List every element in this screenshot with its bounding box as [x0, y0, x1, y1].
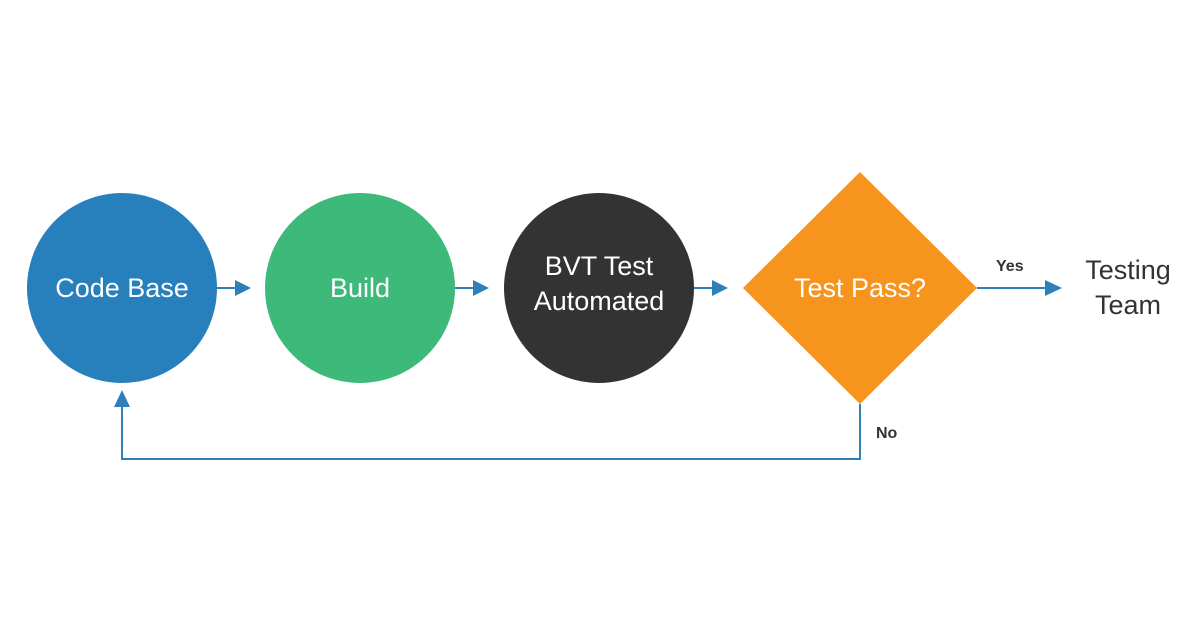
- no-edge-label: No: [876, 425, 898, 442]
- build-node: [265, 193, 455, 383]
- arrowhead-bvt-decision: [712, 280, 728, 296]
- test-pass-decision-node: [743, 172, 977, 404]
- yes-edge-label: Yes: [996, 258, 1024, 275]
- bvt-test-label-line2: Automated: [534, 286, 665, 316]
- bvt-test-node: [504, 193, 694, 383]
- bvt-test-label-line1: BVT Test: [545, 251, 654, 281]
- build-label: Build: [330, 273, 390, 303]
- testing-team-label-line1: Testing: [1085, 255, 1171, 285]
- connector-decision-code-base-loop: [121, 404, 861, 460]
- arrowhead-loop-code-base: [114, 390, 130, 407]
- arrowhead-codebase-build: [235, 280, 251, 296]
- code-base-node: [27, 193, 217, 383]
- testing-team-label-line2: Team: [1095, 290, 1161, 320]
- test-pass-label: Test Pass?: [794, 273, 926, 303]
- arrowhead-decision-testing-team: [1045, 280, 1062, 296]
- arrowhead-build-bvt: [473, 280, 489, 296]
- code-base-label: Code Base: [55, 273, 189, 303]
